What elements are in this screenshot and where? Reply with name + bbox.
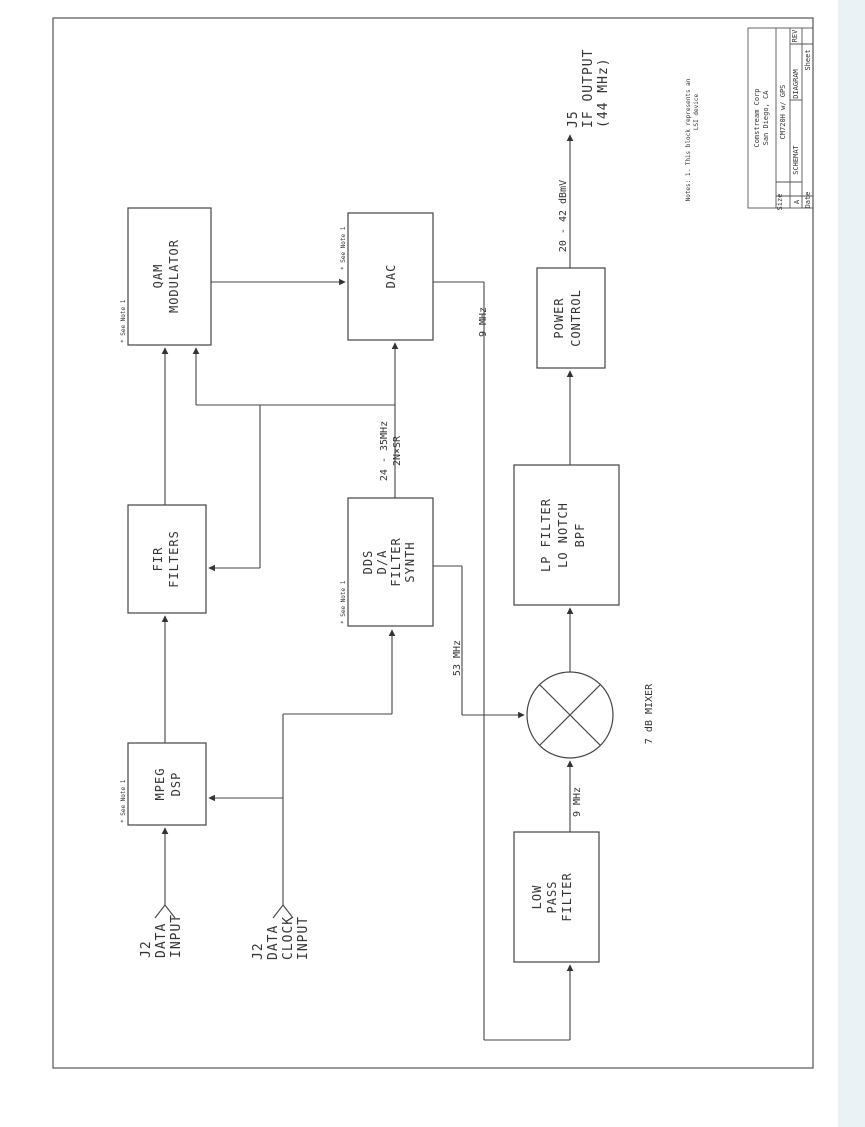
dds-out-rate-label: 2N×SR xyxy=(392,435,403,466)
lpf-label-line3: FILTER xyxy=(560,872,574,921)
data-input-line1: J2 xyxy=(139,940,154,958)
clock-input-line4: INPUT xyxy=(296,916,311,960)
mixer-symbol xyxy=(526,671,614,759)
note-line2: LSI device xyxy=(693,94,700,131)
dac-out-freq-label: 9 MHz xyxy=(478,307,489,337)
lpnotch-label-line3: BPF xyxy=(573,523,587,548)
drawing-border xyxy=(52,17,814,1069)
output-line3: (44 MHz) xyxy=(596,57,611,128)
data-input-line2: DATA xyxy=(154,923,169,958)
company-line2: San Diego, CA xyxy=(762,90,770,146)
clock-input-label: J2 DATA CLOCK INPUT xyxy=(251,916,311,960)
lp-filter-notch-block: LP FILTER LO NOTCH BPF xyxy=(513,464,620,606)
dds-label-line1: DDS xyxy=(361,550,375,575)
notes: Notes: 1. This block represents an LSI d… xyxy=(685,78,700,201)
date-label: Date xyxy=(804,192,812,209)
mpeg-label-line1: MPEG xyxy=(153,768,167,801)
qam-modulator-block: * See Note 1 QAM MODULATOR xyxy=(120,207,212,346)
qam-label-line2: MODULATOR xyxy=(167,239,181,313)
dac-see-note: * See Note 1 xyxy=(340,226,347,270)
dds-label-line3: FILTER xyxy=(389,537,403,586)
rev-label: REV xyxy=(791,29,799,42)
title-block xyxy=(747,27,814,209)
page-edge xyxy=(838,0,865,1127)
dds-synth-block: * See Note 1 DDS D/A FILTER SYNTH xyxy=(340,497,434,627)
data-input-line3: INPUT xyxy=(169,914,184,958)
lo-freq-label: 53 MHz xyxy=(452,640,463,676)
fir-label-line1: FIR xyxy=(151,547,165,572)
lpnotch-label-line2: LO NOTCH xyxy=(556,502,570,568)
fir-label-line2: FILTERS xyxy=(167,530,181,588)
output-line2: IF OUTPUT xyxy=(581,49,596,128)
company-line1: Comstream Corp xyxy=(753,88,761,147)
note-line1: Notes: 1. This block represents an xyxy=(685,78,692,201)
fir-filters-block: FIR FILTERS xyxy=(127,504,207,614)
dac-label: DAC xyxy=(384,264,398,289)
dds-label-line4: SYNTH xyxy=(403,541,417,582)
mpeg-see-note: * See Note 1 xyxy=(120,779,127,823)
dac-block: * See Note 1 DAC xyxy=(340,212,434,341)
if-output-label: J5 IF OUTPUT (44 MHz) xyxy=(566,49,611,128)
power-label-line1: POWER xyxy=(552,297,566,338)
size-label: Size xyxy=(776,194,784,211)
lpf-label-line2: PASS xyxy=(545,881,559,914)
qam-see-note: * See Note 1 xyxy=(120,299,127,343)
power-label-line2: CONTROL xyxy=(569,289,583,347)
low-pass-filter-block: LOW PASS FILTER xyxy=(513,831,600,963)
clock-input-line3: CLOCK xyxy=(281,916,296,960)
mpeg-label-line2: DSP xyxy=(169,772,183,797)
data-input-label: J2 DATA INPUT xyxy=(139,914,184,958)
sheet-label: Sheet xyxy=(804,49,812,70)
lpnotch-label-line1: LP FILTER xyxy=(539,498,553,572)
dds-see-note: * See Note 1 xyxy=(340,580,347,624)
document-number: SCHEMAT xyxy=(792,144,800,174)
power-out-level-label: 20 - 42 dBmV xyxy=(558,180,569,252)
qam-label-line1: QAM xyxy=(151,264,165,289)
drawing-title: CM720H w/ GPS xyxy=(779,85,787,140)
dds-out-freq-label: 24 - 35MHz xyxy=(379,421,390,481)
lpf-out-freq-label: 9 MHz xyxy=(572,787,583,817)
clock-input-line1: J2 xyxy=(251,942,266,960)
mpeg-dsp-block: * See Note 1 MPEG DSP xyxy=(120,742,207,826)
dds-label-line2: D/A xyxy=(375,550,389,575)
diagram-label: DIAGRAM xyxy=(792,69,800,99)
power-control-block: POWER CONTROL xyxy=(536,267,606,369)
lpf-label-line1: LOW xyxy=(530,885,544,910)
output-line1: J5 xyxy=(566,110,581,128)
clock-input-line2: DATA xyxy=(266,925,281,960)
mixer-label: 7 dB MIXER xyxy=(644,683,655,744)
size-value: A xyxy=(793,199,801,204)
